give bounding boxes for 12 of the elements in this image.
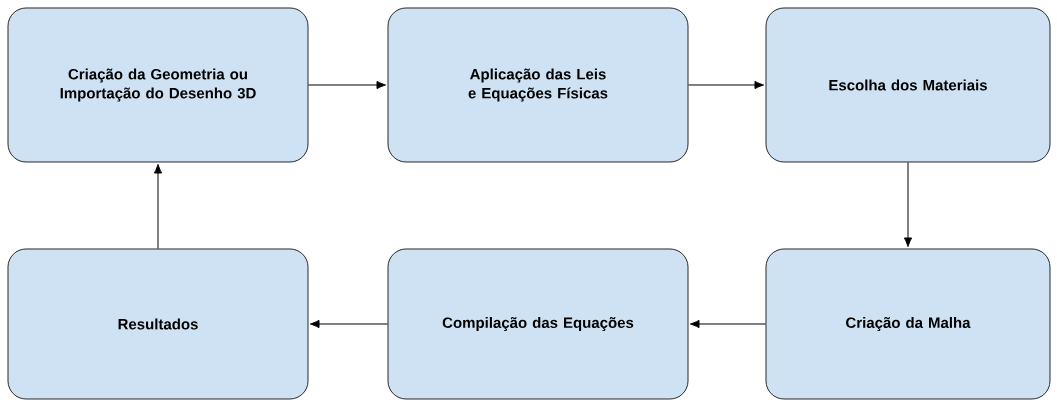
process-box: Escolha dos Materiais [765,7,1051,163]
process-box: Criação da Geometria ou Importação do Desenho 3D [7,7,309,163]
arrow [903,162,913,248]
arrow [153,163,163,249]
arrow [308,80,387,90]
arrow [309,319,388,329]
process-box: Resultados [7,248,309,400]
process-box: Aplicação das Leis e Equações Físicas [387,7,689,163]
process-box: Compilação das Equações [387,248,689,400]
process-box: Criação da Malha [765,248,1051,400]
arrow [689,319,766,329]
arrow [688,80,765,90]
